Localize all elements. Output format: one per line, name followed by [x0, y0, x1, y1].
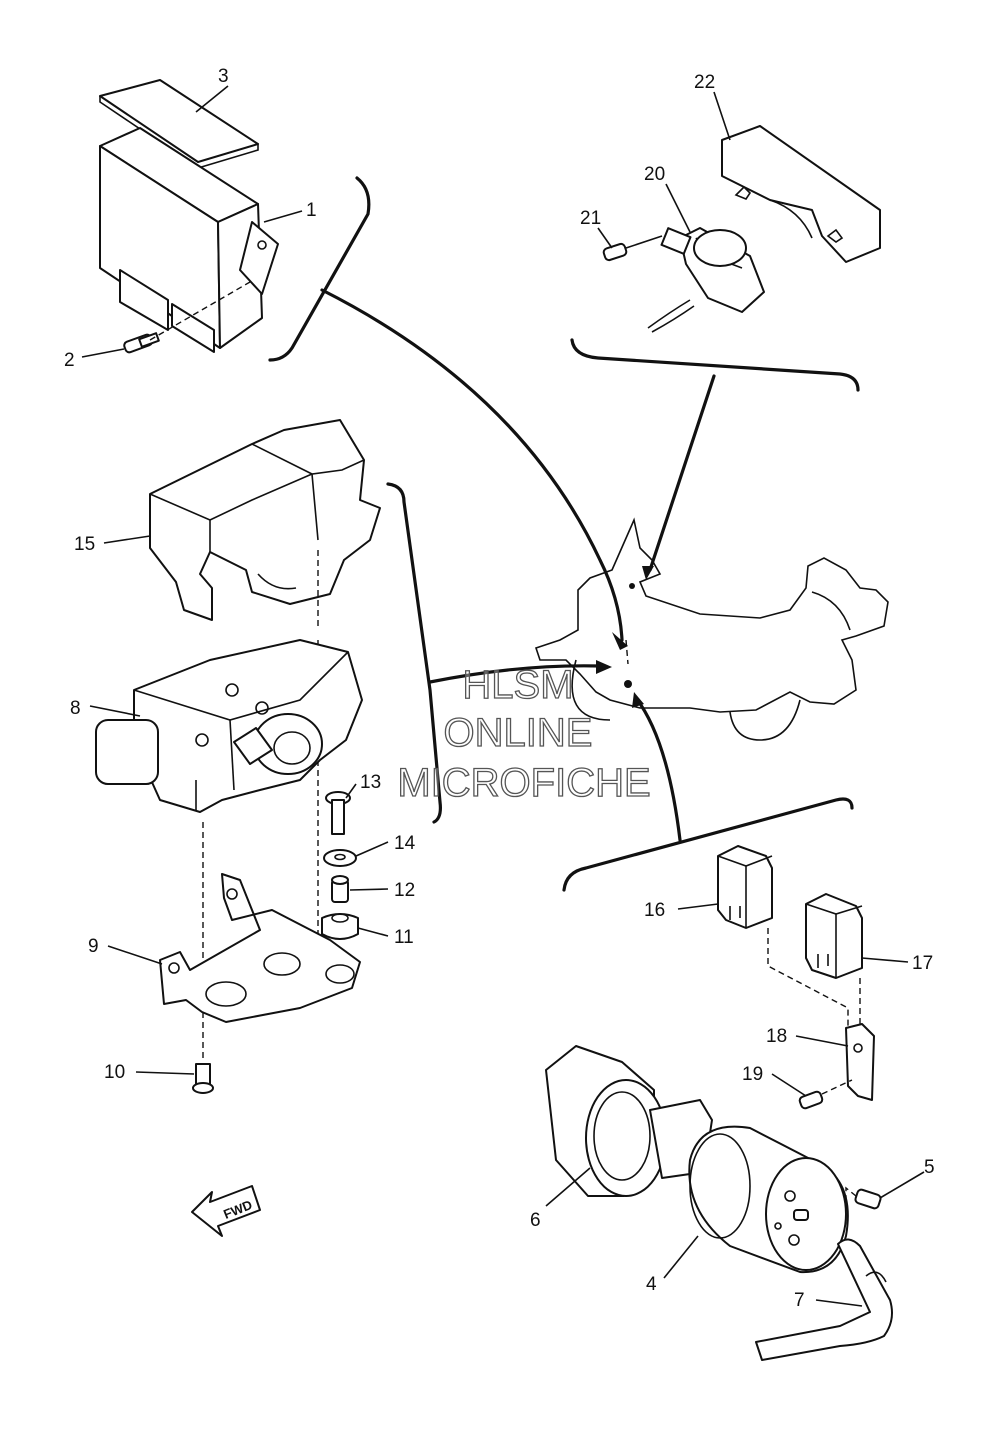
callout-19: 19: [742, 1064, 763, 1085]
callout-17: 17: [912, 953, 933, 974]
callout-22: 22: [694, 72, 715, 93]
part-18-bracket: [845, 1023, 875, 1101]
callout-16: 16: [644, 900, 665, 921]
leader-lines: [81, 85, 925, 1307]
part-15-cover: [149, 419, 381, 621]
part-4-fuel-pump: [649, 1099, 849, 1274]
callout-21: 21: [580, 208, 601, 229]
part-20-relay: [647, 227, 765, 333]
part-6-holder: [545, 1045, 667, 1197]
part-22-cover: [721, 125, 881, 263]
callout-13: 13: [360, 772, 381, 793]
callout-1: 1: [306, 200, 317, 221]
callout-7: 7: [794, 1290, 805, 1311]
callout-14: 14: [394, 833, 416, 854]
watermark-line-3: MICROFICHE: [397, 761, 650, 805]
part-21-screw: [602, 235, 663, 262]
part-12-collar: [331, 875, 349, 903]
part-10-bolt: [192, 1063, 214, 1094]
motorcycle-outline: [534, 517, 889, 741]
part-16-relay: [717, 845, 773, 929]
part-11-grommet: [321, 913, 359, 940]
callout-10: 10: [104, 1062, 125, 1083]
part-8-abs-unit: [95, 639, 363, 813]
callout-2: 2: [64, 350, 75, 371]
callout-11: 11: [394, 927, 414, 948]
callout-3: 3: [218, 66, 229, 87]
callout-20: 20: [644, 164, 665, 185]
callout-9: 9: [88, 936, 99, 957]
callout-6: 6: [530, 1210, 541, 1231]
part-5-screw: [845, 1186, 882, 1224]
callout-12: 12: [394, 880, 415, 901]
callout-4: 4: [646, 1274, 657, 1295]
part-7-hose: [755, 1238, 893, 1361]
part-19-screw: [798, 1079, 853, 1110]
part-17-relay: [805, 893, 863, 979]
watermark: HLSM ONLINE MICROFICHE: [397, 662, 652, 805]
part-2-screw: [123, 332, 160, 354]
callout-5: 5: [924, 1157, 935, 1178]
part-13-bolt: [325, 791, 351, 835]
watermark-line-1: HLSM: [462, 663, 573, 707]
fwd-arrow-icon: FWD: [191, 1185, 261, 1237]
watermark-line-2: ONLINE: [444, 711, 593, 755]
part-9-bracket: [159, 873, 361, 1023]
part-1-control-unit: [99, 127, 279, 353]
callout-8: 8: [70, 698, 81, 719]
callout-18: 18: [766, 1026, 787, 1047]
callout-15: 15: [74, 534, 95, 555]
part-14-washer: [323, 849, 357, 867]
